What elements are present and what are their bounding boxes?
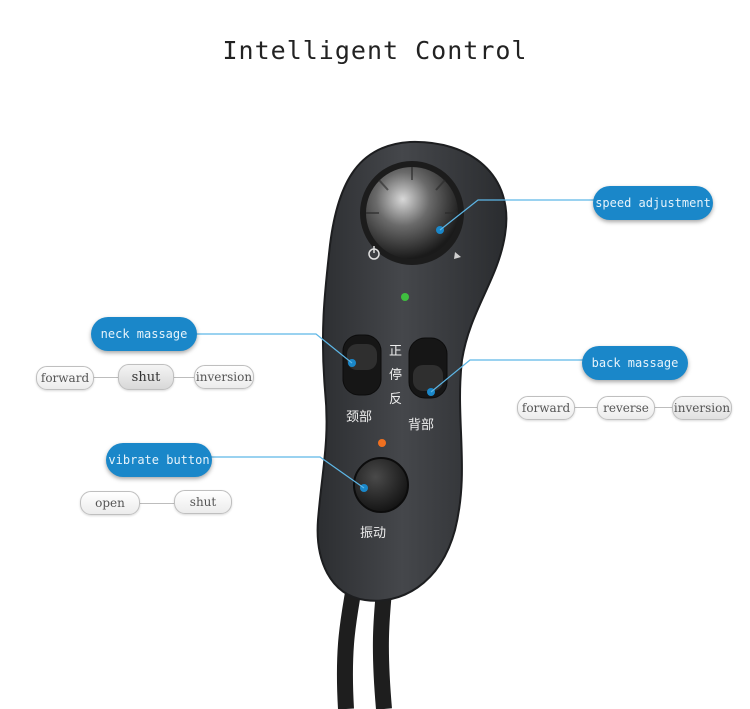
neck-option-inversion: inversion bbox=[194, 365, 254, 389]
page-title: Intelligent Control bbox=[222, 36, 528, 65]
neck-option-shut: shut bbox=[118, 364, 174, 390]
vibrate-physical-button bbox=[353, 457, 409, 513]
vibrate-option-open: open bbox=[80, 491, 140, 515]
green-indicator-led bbox=[401, 293, 409, 301]
neck-option-forward: forward bbox=[36, 366, 94, 390]
reverse-char-label: 反 bbox=[389, 392, 403, 407]
orange-indicator-led bbox=[378, 439, 386, 447]
vibrate-option-shut: shut bbox=[174, 490, 232, 514]
speed-adjustment-callout: speed adjustment bbox=[593, 186, 713, 220]
stop-char-label: 停 bbox=[389, 368, 403, 383]
back-label: 背部 bbox=[408, 418, 435, 433]
cable bbox=[336, 578, 363, 709]
vibrate-label: 振动 bbox=[360, 526, 387, 541]
back-option-inversion: inversion bbox=[672, 396, 732, 420]
back-option-reverse: reverse bbox=[597, 396, 655, 420]
neck-label: 颈部 bbox=[346, 410, 373, 425]
neck-massage-callout: neck massage bbox=[91, 317, 197, 351]
back-option-forward: forward bbox=[517, 396, 575, 420]
forward-char-label: 正 bbox=[389, 344, 403, 359]
vibrate-button-callout: vibrate button bbox=[106, 443, 212, 477]
back-massage-callout: back massage bbox=[582, 346, 688, 380]
arrow-icon bbox=[454, 252, 461, 259]
